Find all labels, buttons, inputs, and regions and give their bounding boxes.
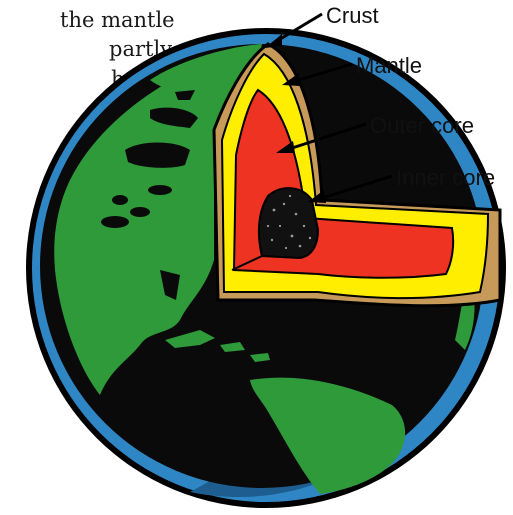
crust-label: Crust bbox=[326, 3, 379, 28]
background-text-line-1: the mantle bbox=[60, 8, 175, 32]
outer-core-label: Outer core bbox=[370, 113, 474, 138]
inner-core-label: Inner core bbox=[396, 165, 495, 190]
inner-core-layer bbox=[259, 188, 318, 258]
mantle-label: Mantle bbox=[356, 53, 422, 78]
